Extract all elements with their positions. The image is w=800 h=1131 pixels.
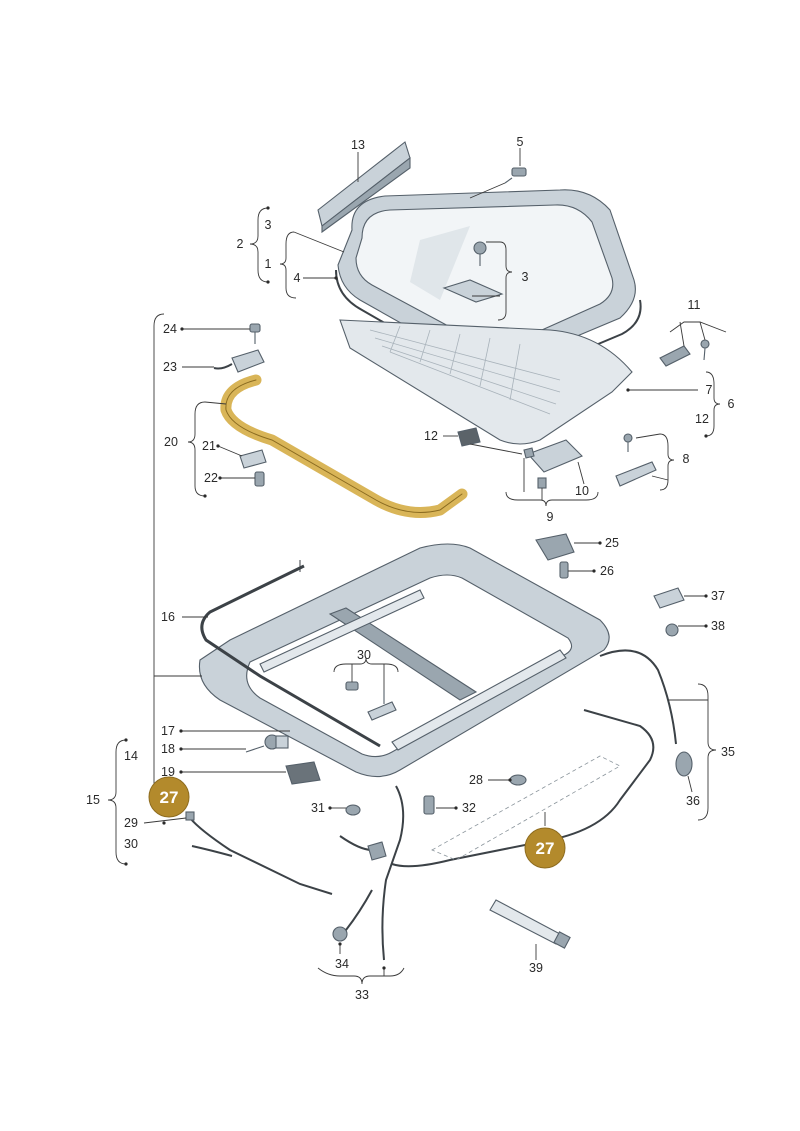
label-3b: 3	[522, 270, 529, 284]
part-23-bracket	[213, 349, 265, 373]
label-34: 34	[335, 957, 349, 971]
label-25: 25	[605, 536, 619, 550]
label-31: 31	[311, 801, 325, 815]
part-12-block	[457, 427, 481, 447]
label-7: 7	[706, 383, 713, 397]
part-1-glass-panel	[337, 189, 636, 367]
label-35: 35	[721, 745, 735, 759]
badge-27-left-label: 27	[160, 788, 179, 807]
part-31-grommet	[345, 804, 361, 816]
label-13: 13	[351, 138, 365, 152]
part-26-screw	[559, 561, 569, 579]
part-32-screw	[423, 795, 435, 815]
label-5: 5	[517, 135, 524, 149]
label-37: 37	[711, 589, 725, 603]
label-11: 11	[688, 298, 701, 312]
label-2: 2	[237, 237, 244, 251]
part-22-screw	[254, 471, 265, 487]
label-28: 28	[469, 773, 483, 787]
part-3-glass-bracket	[442, 241, 504, 303]
part-8-slide-bracket	[615, 433, 657, 487]
part-34-valve	[332, 889, 373, 942]
label-22: 22	[204, 471, 218, 485]
part-5-screw	[504, 167, 527, 184]
leader-lines	[107, 148, 727, 985]
part-9-guide-bracket	[523, 439, 583, 489]
label-39: 39	[529, 961, 543, 975]
part-30-guide	[345, 681, 397, 721]
part-13-wind-deflector	[317, 141, 411, 234]
label-38: 38	[711, 619, 725, 633]
part-33-drain-hose	[339, 785, 405, 961]
part-39-grease-tube	[489, 899, 571, 949]
badge-27-left: 27	[148, 776, 190, 818]
part-29-wiring-harness	[185, 811, 333, 895]
label-17: 17	[161, 724, 175, 738]
part-28-clip	[509, 774, 527, 786]
label-6: 6	[728, 397, 735, 411]
label-33: 33	[355, 988, 369, 1002]
part-17-sunroof-frame	[198, 543, 610, 778]
label-19: 19	[161, 765, 175, 779]
label-16: 16	[161, 610, 175, 624]
part-27-drive-cable-area	[431, 755, 621, 861]
part-24-screw	[249, 323, 261, 344]
label-20: 20	[164, 435, 178, 449]
label-9: 9	[547, 510, 554, 524]
label-14: 14	[124, 749, 138, 763]
part-16-drain-seal	[200, 560, 381, 748]
label-24: 24	[163, 322, 177, 336]
part-25-motor-cover	[535, 533, 575, 561]
label-18: 18	[161, 742, 175, 756]
label-15: 15	[86, 793, 100, 807]
part-6-sunshade	[339, 319, 633, 445]
part-35-drain-hose	[391, 649, 693, 868]
part-38-nut	[665, 623, 679, 637]
label-23: 23	[163, 360, 177, 374]
callout-labels: 13 5 3 2 1 4 3 11 24 23 7 6 12 12 20 21 …	[86, 135, 735, 1002]
part-18-sensor	[245, 734, 289, 753]
part-11-clip	[659, 339, 710, 367]
label-8: 8	[683, 452, 690, 466]
badge-27-right-label: 27	[536, 839, 555, 858]
label-1: 1	[265, 257, 272, 271]
label-12b: 12	[695, 412, 709, 426]
part-20-front-frame	[220, 374, 468, 518]
label-36: 36	[686, 794, 700, 808]
label-29: 29	[124, 816, 138, 830]
label-12a: 12	[424, 429, 438, 443]
label-30a: 30	[357, 648, 371, 662]
part-19-control-module	[285, 761, 321, 785]
label-10: 10	[575, 484, 589, 498]
label-21: 21	[202, 439, 216, 453]
label-3a: 3	[265, 218, 272, 232]
label-4: 4	[294, 271, 301, 285]
part-37-bracket	[653, 587, 685, 609]
label-26: 26	[600, 564, 614, 578]
badge-27-right: 27	[524, 827, 566, 869]
label-32: 32	[462, 801, 476, 815]
label-30b: 30	[124, 837, 138, 851]
part-21-bracket	[239, 449, 267, 469]
